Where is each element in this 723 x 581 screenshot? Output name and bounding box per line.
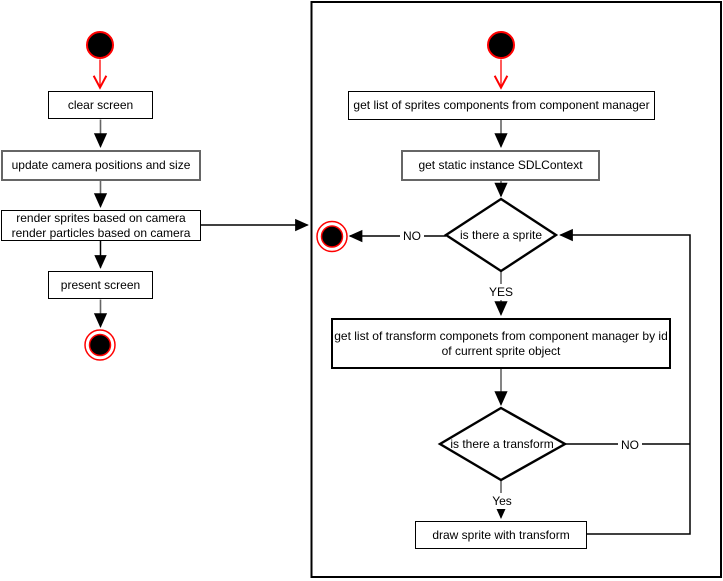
- activity-draw-sprite: draw sprite with transform: [415, 521, 587, 549]
- decision-label-is-there-a-transform: is there a transform: [450, 437, 554, 451]
- activity-get-transform-components: get list of transform componets from com…: [331, 318, 671, 369]
- edge-label-no-transform: NO: [618, 437, 642, 453]
- activity-get-sdlcontext: get static instance SDLContext: [401, 150, 600, 181]
- decision-is-there-a-sprite: [443, 197, 559, 273]
- activity-update-camera: update camera positions and size: [1, 150, 201, 181]
- decision-is-there-a-transform: [437, 406, 568, 482]
- start-node-left: [86, 31, 114, 59]
- edge-draw-loop-back-to-sprite-decision: [559, 228, 691, 535]
- edge-label-yes-transform: Yes: [489, 493, 515, 509]
- edge-label-no-sprite: NO: [400, 228, 424, 244]
- subprocess-frame: [310, 1, 722, 578]
- activity-present-screen: present screen: [48, 271, 153, 299]
- start-node-right: [487, 31, 515, 59]
- activity-render-sprites-particles: render sprites based on camera render pa…: [1, 210, 201, 241]
- end-node-left: [84, 329, 116, 361]
- decision-label-is-there-a-sprite: is there a sprite: [459, 228, 543, 242]
- activity-get-sprite-components: get list of sprites components from comp…: [348, 91, 655, 120]
- end-node-right: [316, 220, 348, 253]
- edge-label-yes-sprite: YES: [485, 284, 517, 300]
- activity-clear-screen: clear screen: [48, 91, 153, 119]
